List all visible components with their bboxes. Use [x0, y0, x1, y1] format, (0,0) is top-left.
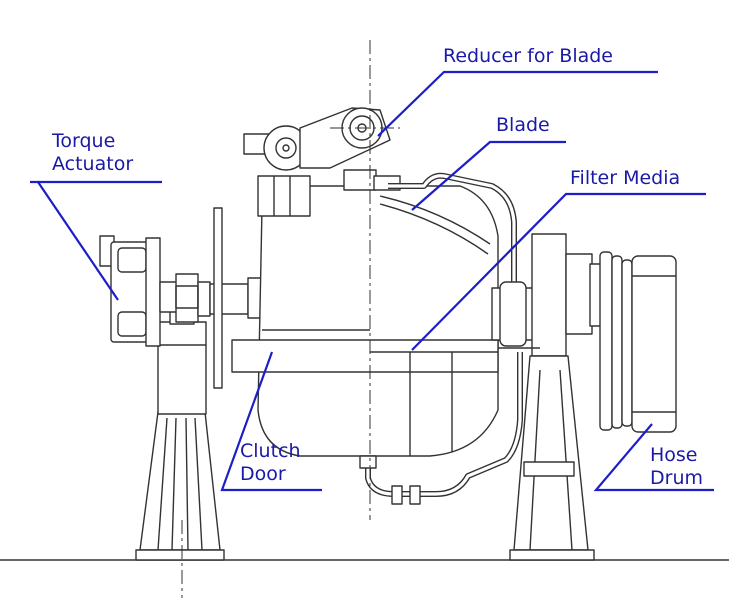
- leader-lines: [30, 70, 714, 492]
- right-stand: [509, 355, 595, 561]
- label-reducer-for-blade: Reducer for Blade: [443, 45, 613, 68]
- left-flange: [213, 207, 263, 389]
- torque-actuator: [99, 235, 249, 347]
- leader-reducer: [377, 70, 658, 137]
- label-clutch-door-line2: Door: [240, 463, 286, 485]
- upper-pipe: [388, 172, 517, 286]
- right-bearing: [491, 233, 603, 357]
- label-filter-media-text: Filter Media: [570, 167, 681, 189]
- label-blade-text: Blade: [496, 114, 550, 136]
- label-hose-drum: Hose Drum: [650, 444, 703, 490]
- label-reducer-for-blade-text: Reducer for Blade: [443, 45, 613, 67]
- leader-hose-drum: [593, 423, 714, 492]
- label-hose-drum-line2: Drum: [650, 467, 703, 489]
- vessel: [231, 169, 499, 457]
- label-torque-actuator: Torque Actuator: [52, 130, 133, 176]
- label-hose-drum-line1: Hose: [650, 444, 698, 466]
- label-torque-actuator-line1: Torque: [52, 130, 116, 152]
- leader-clutch-door: [220, 351, 322, 492]
- reducer: [243, 107, 391, 171]
- leader-torque-actuator-tail: [37, 181, 119, 301]
- lower-pipe: [359, 352, 523, 505]
- label-clutch-door-line1: Clutch: [240, 440, 301, 462]
- hose-drum: [599, 251, 677, 433]
- label-clutch-door: Clutch Door: [240, 440, 301, 486]
- label-blade: Blade: [496, 114, 550, 137]
- leader-blade: [411, 140, 566, 211]
- label-torque-actuator-line2: Actuator: [52, 153, 134, 175]
- leader-filter-media: [411, 192, 706, 351]
- centre-lines: [181, 40, 400, 598]
- label-filter-media: Filter Media: [570, 167, 680, 190]
